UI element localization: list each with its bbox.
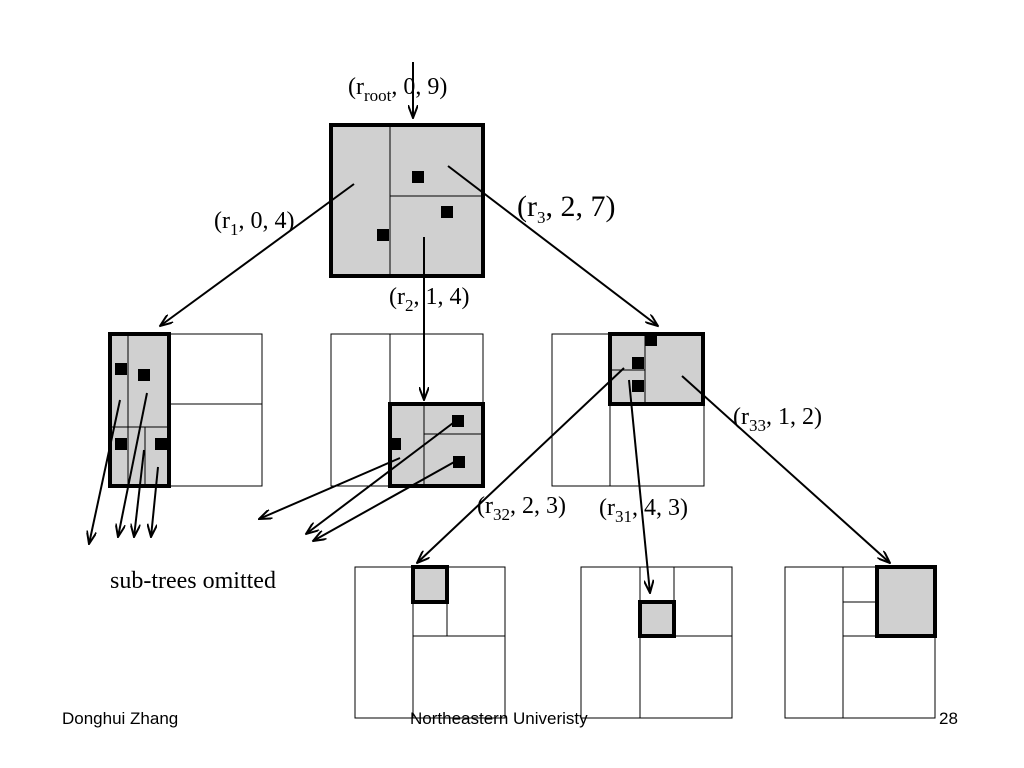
node-r32 <box>354 565 506 719</box>
r1-point-4 <box>155 438 167 450</box>
r2-point-3 <box>453 456 465 468</box>
label-r31: (r31, 4, 3) <box>599 495 688 526</box>
label-r33: (r33, 1, 2) <box>733 404 822 435</box>
note-subtrees-omitted: sub-trees omitted <box>110 568 276 594</box>
r1-point-3 <box>115 438 127 450</box>
root-point-2 <box>441 206 453 218</box>
node-r33 <box>784 565 937 719</box>
label-r2: (r2, 1, 4) <box>389 284 469 315</box>
arrow-omitted-1 <box>89 399 121 544</box>
label-r3: (r3, 2, 7) <box>517 190 615 227</box>
root-point-1 <box>412 171 424 183</box>
r1-point-1 <box>115 363 127 375</box>
r3-point-2 <box>632 357 644 369</box>
arrow-omitted-6 <box>306 419 458 534</box>
r1-point-2 <box>138 369 150 381</box>
arrow-omitted-7 <box>313 460 457 541</box>
node-r3 <box>551 332 705 487</box>
node-r2 <box>330 333 485 488</box>
arrow-omitted-5 <box>259 457 401 519</box>
pointer-arrows <box>89 62 890 593</box>
r2-point-2 <box>389 438 401 450</box>
label-r32: (r32, 2, 3) <box>477 493 566 524</box>
label-r1: (r1, 0, 4) <box>214 208 294 239</box>
root-point-3 <box>377 229 389 241</box>
r3-point-1 <box>645 334 657 346</box>
r3-point-3 <box>632 380 644 392</box>
arrow-r32 <box>417 367 625 563</box>
root-node <box>329 123 485 278</box>
footer-author: Donghui Zhang <box>62 709 178 728</box>
label-root: (rroot, 0, 9) <box>348 74 447 105</box>
node-r31 <box>580 566 733 719</box>
arrow-omitted-2 <box>118 392 148 537</box>
arrow-r31 <box>628 379 650 593</box>
footer-page-number: 28 <box>939 709 958 728</box>
arrow-r3 <box>447 165 658 326</box>
footer-institution: Northeastern Univeristy <box>410 709 588 728</box>
node-r1 <box>108 332 263 488</box>
arrow-omitted-3 <box>134 449 145 537</box>
r2-point-1 <box>452 415 464 427</box>
arrow-r33 <box>681 375 890 563</box>
arrow-omitted-4 <box>151 466 159 537</box>
arrow-r1 <box>160 183 355 326</box>
